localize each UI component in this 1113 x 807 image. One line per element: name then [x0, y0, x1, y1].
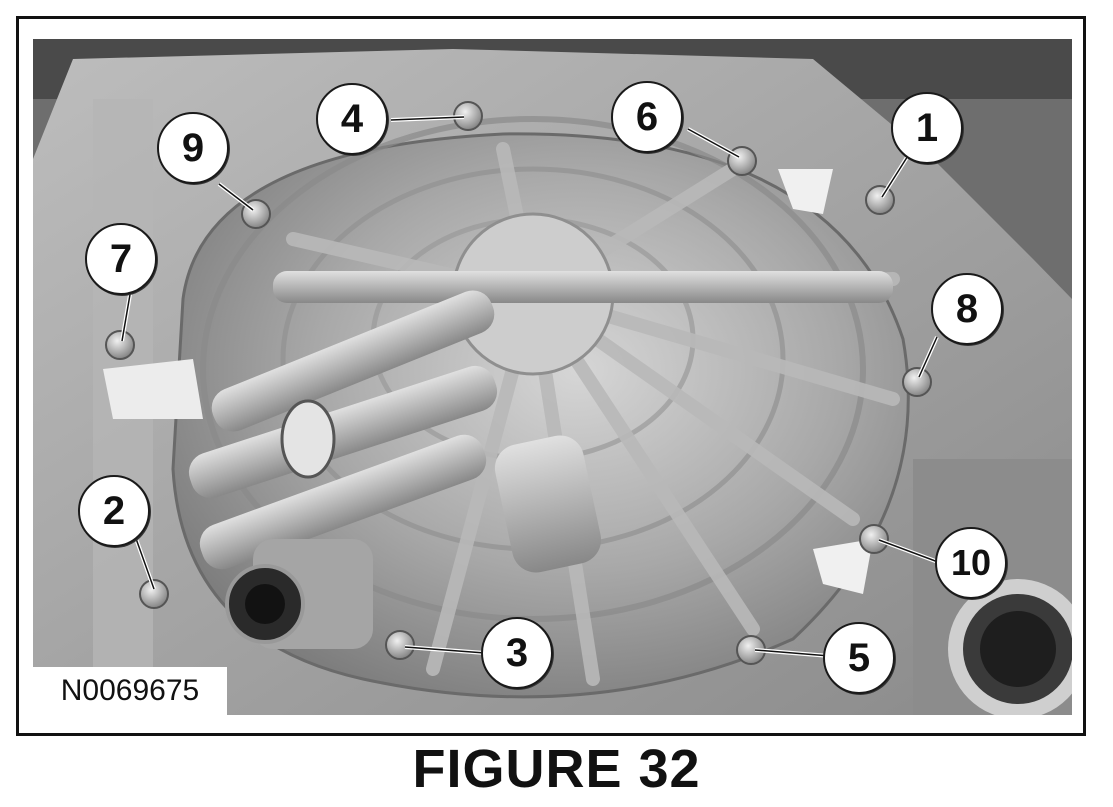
- bolt-icon: [902, 367, 932, 397]
- callout-7: 7: [85, 223, 157, 295]
- bracket-lower-right: [813, 539, 873, 594]
- bolt-icon: [865, 185, 895, 215]
- figure-caption: FIGURE 32: [412, 739, 701, 799]
- callout-6: 6: [611, 81, 683, 153]
- connector-lower-socket: [245, 584, 285, 624]
- callout-5: 5: [823, 622, 895, 694]
- bolt-icon: [385, 630, 415, 660]
- label-tag-left: [103, 359, 203, 419]
- bolt-icon: [105, 330, 135, 360]
- bolt-icon: [139, 579, 169, 609]
- callout-9: 9: [157, 112, 229, 184]
- leader-lines-outline: [121, 116, 939, 657]
- figure-frame: 1 2 3 4 5 6 7 8 9 10 N0069675: [16, 16, 1086, 736]
- callout-10: 10: [935, 527, 1007, 599]
- callout-4: 4: [316, 83, 388, 155]
- bolts: [105, 101, 932, 665]
- transmission-cover-photo: 1 2 3 4 5 6 7 8 9 10: [33, 39, 1072, 715]
- photo-illustration: [33, 39, 1072, 715]
- callout-1: 1: [891, 92, 963, 164]
- figure-id-label: N0069675: [33, 667, 227, 715]
- bolt-icon: [859, 524, 889, 554]
- bearing-bore: [980, 611, 1056, 687]
- connector-upper: [280, 399, 336, 479]
- solenoid-tubes: [188, 290, 602, 649]
- callout-2: 2: [78, 475, 150, 547]
- bracket-top-right: [778, 169, 833, 214]
- cover-rib-outer: [200, 116, 866, 622]
- callout-8: 8: [931, 273, 1003, 345]
- callout-3: 3: [481, 617, 553, 689]
- cover-rod: [273, 271, 893, 303]
